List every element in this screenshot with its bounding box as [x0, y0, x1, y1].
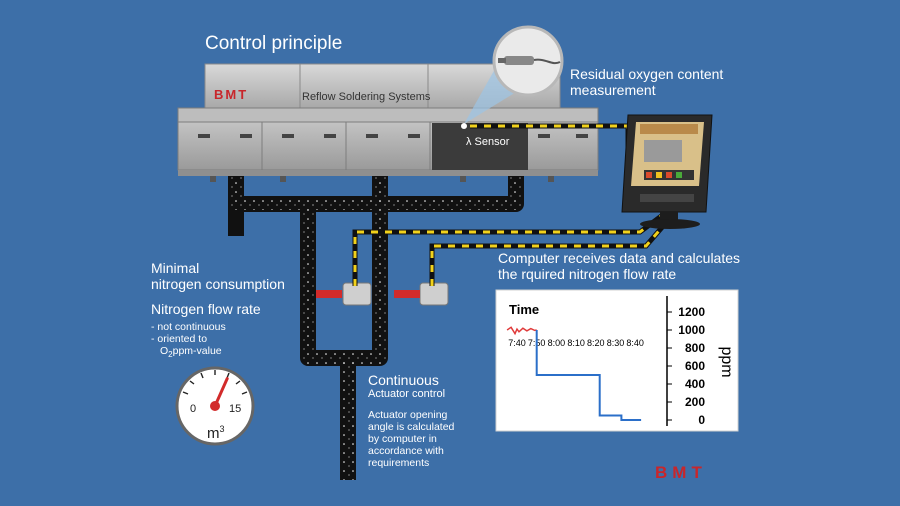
chart-y-tick-label: 400	[685, 377, 705, 391]
computer-note: Computer receives data and calculates th…	[498, 250, 740, 282]
chart-y-tick-label: 1000	[678, 323, 705, 337]
continuous-desc5: requirements	[368, 456, 430, 469]
residual-oxygen-line1: Residual oxygen content	[570, 66, 724, 82]
continuous-block: Continuous Actuator control Actuator ope…	[368, 372, 454, 469]
flow-rate-bullet3: O2ppm-value	[160, 345, 222, 360]
computer-note-line2: the rquired nitrogen flow rate	[498, 266, 677, 283]
page-title: Control principle	[205, 33, 343, 54]
gauge-unit-label: m3	[207, 424, 225, 442]
computer-monitor	[621, 114, 713, 229]
flow-gauge: 0 15 m3	[175, 366, 255, 446]
minimal-consumption-label: Minimal nitrogen consumption	[151, 260, 285, 292]
continuous-desc4: accordance with	[368, 444, 444, 457]
chart-title: Time	[509, 302, 539, 317]
chart-y-tick-label: 1200	[678, 305, 705, 319]
residual-oxygen-heading: Residual oxygen content measurement	[570, 66, 723, 98]
sensor-zone-panel	[432, 123, 528, 170]
continuous-title: Continuous	[368, 372, 439, 388]
valve-right	[394, 282, 449, 306]
chart-x-tick-label: 7:40	[508, 338, 526, 348]
chart-x-tick-label: 8:30	[607, 338, 625, 348]
continuous-subtitle: Actuator control	[368, 388, 446, 401]
chart-series-line-2	[535, 330, 642, 421]
machine-name-label: Reflow Soldering Systems	[302, 91, 431, 103]
chart-y-tick-label: 0	[698, 413, 705, 427]
minimal-line1: Minimal	[151, 260, 200, 276]
flow-rate-bullet2: - oriented to	[151, 333, 208, 346]
chart-y-tick-label: 600	[685, 359, 705, 373]
flow-rate-block: Nitrogen flow rate - not continuous - or…	[151, 301, 261, 360]
chart-series-line-1	[506, 326, 537, 336]
chart-x-tick-label: 8:10	[567, 338, 585, 348]
machine-brand-logo: BMT	[214, 87, 248, 102]
flow-rate-title: Nitrogen flow rate	[151, 301, 261, 317]
gauge-max-label: 15	[229, 403, 241, 415]
continuous-desc1: Actuator opening	[368, 408, 448, 421]
continuous-desc3: by computer in	[368, 432, 437, 445]
gauge-min-label: 0	[190, 403, 196, 415]
residual-oxygen-line2: measurement	[570, 82, 656, 99]
flow-rate-bullet1: - not continuous	[151, 321, 226, 334]
continuous-desc2: angle is calculated	[368, 420, 455, 433]
chart-y-tick-label: 200	[685, 395, 705, 409]
chart-y-tick-label: 800	[685, 341, 705, 355]
chart-y-axis-label: ppm	[718, 346, 735, 377]
chart-x-tick-label: 8:40	[626, 338, 644, 348]
nitrogen-pipes	[228, 176, 524, 480]
valve-left	[316, 282, 372, 306]
footer-brand-logo: BMT	[655, 463, 707, 482]
chart-x-tick-label: 8:00	[548, 338, 566, 348]
minimal-line2: nitrogen consumption	[151, 276, 285, 293]
computer-note-line1: Computer receives data and calculates	[498, 250, 741, 266]
sensor-magnifier	[461, 25, 564, 129]
sensor-label: λ Sensor	[466, 136, 510, 148]
chart-x-tick-label: 8:20	[587, 338, 605, 348]
